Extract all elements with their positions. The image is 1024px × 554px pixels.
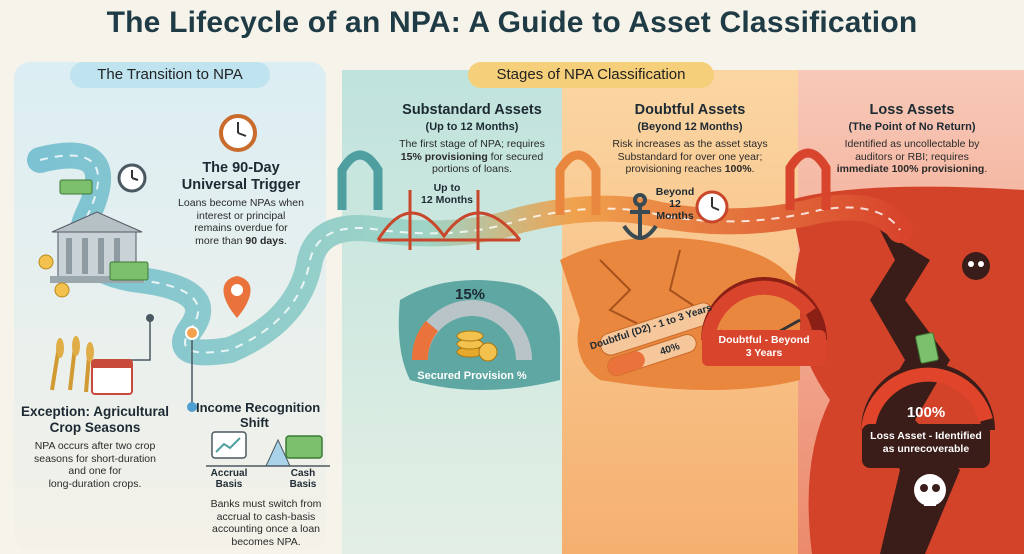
substandard-desc-line2: 15% provisioning for secured [372, 151, 572, 164]
agri-title-line2: Crop Seasons [49, 420, 141, 435]
agri-title: Exception: Agricultural Crop Seasons [10, 404, 180, 436]
cash-line2: Basis [289, 479, 317, 490]
accrual-line1: Accrual [210, 468, 248, 479]
trigger-desc-post: . [283, 234, 287, 247]
bridge-label: Up to 12 Months [412, 182, 482, 206]
bridge-label-line1: Up to [433, 182, 461, 194]
doubtful-desc-pre: provisioning reaches [625, 163, 725, 175]
bridge-label-line2: 12 Months [421, 194, 473, 206]
income-title-line1: Income Recognition [196, 400, 321, 415]
agri-desc-line1: NPA occurs after two crop [34, 440, 156, 452]
income-desc-line4: becomes NPA. [231, 535, 301, 548]
substandard-title: Substandard Assets [402, 102, 542, 118]
income-description: Banks must switch from accrual to cash-b… [196, 498, 336, 548]
transition-pill: The Transition to NPA [70, 62, 270, 88]
income-desc-line2: accrual to cash-basis [216, 510, 316, 523]
trigger-desc-bold: 90 days [245, 234, 284, 247]
agri-title-line1: Exception: Agricultural [20, 404, 170, 419]
agri-desc-line4: long-duration crops. [48, 477, 142, 490]
trigger-desc-pre: more than [195, 234, 246, 247]
substandard-gauge-label: Secured Provision % [417, 370, 527, 382]
doubtful-desc-line3: provisioning reaches 100%. [586, 163, 794, 176]
trigger-desc-line3: remains overdue for [194, 222, 288, 234]
trigger-title: The 90-Day Universal Trigger [166, 160, 316, 194]
trigger-desc-line4: more than 90 days. [166, 235, 316, 248]
page-title: The Lifecycle of an NPA: A Guide to Asse… [106, 6, 918, 39]
cash-line1: Cash [290, 468, 316, 479]
loss-desc-line3: immediate 100% provisioning. [812, 163, 1012, 176]
substandard-desc-line1: The first stage of NPA; requires [399, 138, 545, 150]
anchor-label-line3: Months [656, 210, 694, 222]
anchor-label-line2: 12 [669, 198, 681, 210]
loss-desc-post: . [984, 163, 988, 175]
income-desc-line3: accounting once a loan [212, 523, 320, 535]
trigger-title-line2: Universal Trigger [181, 177, 301, 193]
income-title-line2: Shift [240, 415, 269, 430]
loss-gauge-line2: as unrecoverable [882, 443, 970, 455]
doubtful-gauge-line2: 3 Years [745, 347, 783, 359]
loss-description: Identified as uncollectable by auditors … [812, 138, 1012, 176]
loss-desc-line2: auditors or RBI; requires [855, 150, 969, 163]
trigger-title-line1: The 90-Day [202, 160, 280, 176]
agri-desc-line3: and one for [68, 465, 122, 477]
trigger-description: Loans become NPAs when interest or princ… [166, 197, 316, 247]
doubtful-subtitle: (Beyond 12 Months) [637, 121, 743, 133]
trigger-desc-line1: Loans become NPAs when [178, 197, 304, 209]
doubtful-description: Risk increases as the asset stays Substa… [586, 138, 794, 176]
loss-desc-line1: Identified as uncollectable by [844, 138, 980, 150]
loss-subtitle: (The Point of No Return) [848, 121, 976, 133]
substandard-subtitle: (Up to 12 Months) [425, 121, 519, 133]
loss-percent: 100% [906, 404, 946, 421]
accrual-basis-label: Accrual Basis [204, 468, 254, 490]
doubtful-desc-line1: Risk increases as the asset stays [612, 138, 768, 150]
anchor-label-line1: Beyond [655, 186, 695, 198]
cash-basis-label: Cash Basis [278, 468, 328, 490]
doubtful-gauge-line1: Doubtful - Beyond [718, 334, 810, 346]
doubtful-title: Doubtful Assets [634, 102, 746, 118]
doubtful-desc-bold: 100% [724, 163, 752, 175]
substandard-description: The first stage of NPA; requires 15% pro… [372, 138, 572, 176]
income-desc-line1: Banks must switch from [210, 498, 322, 510]
trigger-desc-line2: interest or principal [196, 209, 286, 222]
doubtful-gauge-label: Doubtful - Beyond 3 Years [702, 334, 826, 360]
substandard-desc-line3: portions of loans. [432, 163, 512, 175]
doubtful-desc-line2: Substandard for over one year; [617, 150, 763, 163]
loss-title: Loss Assets [869, 102, 955, 118]
doubtful-desc-post: . [751, 163, 755, 175]
stages-pill: Stages of NPA Classification [468, 62, 714, 88]
loss-desc-bold: immediate 100% provisioning [836, 163, 985, 175]
anchor-label: Beyond 12 Months [650, 186, 700, 222]
substandard-desc-post: for secured [487, 150, 544, 163]
substandard-percent: 15% [454, 286, 486, 303]
loss-gauge-label: Loss Asset - Identified as unrecoverable [862, 430, 990, 456]
agri-desc-line2: seasons for short-duration [34, 452, 156, 465]
loss-gauge-line1: Loss Asset - Identified [870, 430, 982, 442]
substandard-desc-bold: 15% provisioning [400, 150, 488, 163]
agri-description: NPA occurs after two crop seasons for sh… [14, 440, 176, 490]
income-title: Income Recognition Shift [196, 400, 336, 430]
accrual-line2: Basis [215, 479, 243, 490]
